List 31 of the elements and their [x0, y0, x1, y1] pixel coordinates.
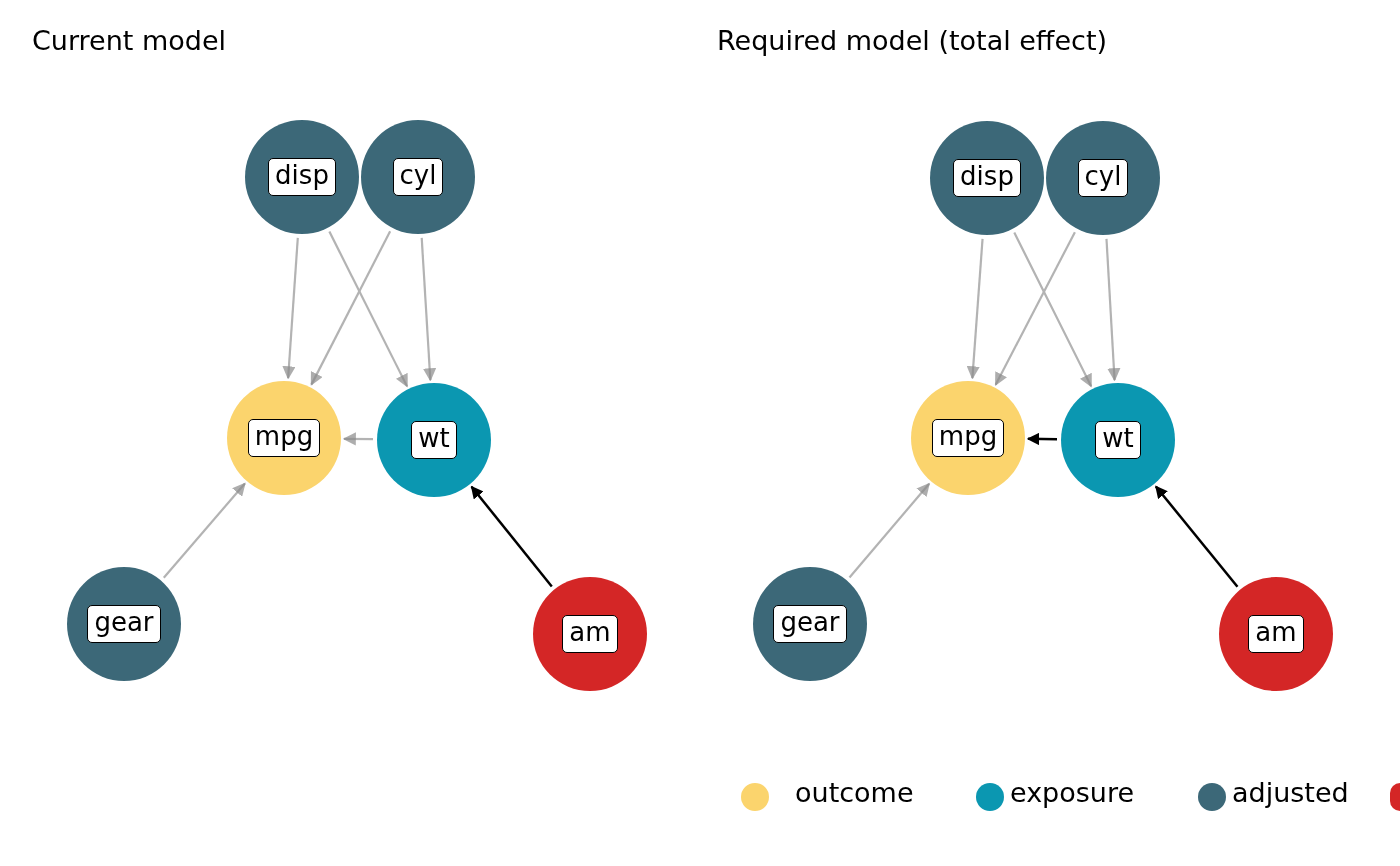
node-label: cyl [1077, 159, 1129, 197]
arrow [1026, 432, 1058, 446]
arrow [328, 231, 409, 388]
node-label: wt [1095, 421, 1141, 459]
node-label: am [562, 615, 618, 653]
panel-title: Current model [32, 25, 227, 56]
arrow [342, 432, 374, 446]
arrow [848, 482, 930, 579]
arrow [162, 482, 246, 579]
node-label: am [1248, 615, 1304, 653]
arrow [1154, 485, 1239, 588]
panel-title: Required model (total effect) [717, 25, 1108, 56]
node-label: mpg [247, 419, 321, 457]
arrow [1105, 238, 1121, 382]
arrow [282, 237, 299, 380]
legend-label: exposure [1010, 777, 1135, 808]
node-label: cyl [392, 158, 444, 196]
node-label: gear [87, 605, 161, 643]
node-label: disp [953, 159, 1021, 197]
node-label: gear [773, 605, 847, 643]
node-label: disp [268, 158, 336, 196]
arrow [420, 237, 437, 382]
arrow [1013, 232, 1093, 388]
arrow [470, 485, 553, 588]
node-label: wt [411, 421, 457, 459]
legend-label: outcome [795, 777, 914, 808]
arrow [966, 238, 984, 380]
arrow [994, 231, 1076, 386]
node-label: mpg [931, 419, 1005, 457]
legend-label: adjusted [1232, 777, 1349, 808]
arrow [310, 230, 392, 386]
